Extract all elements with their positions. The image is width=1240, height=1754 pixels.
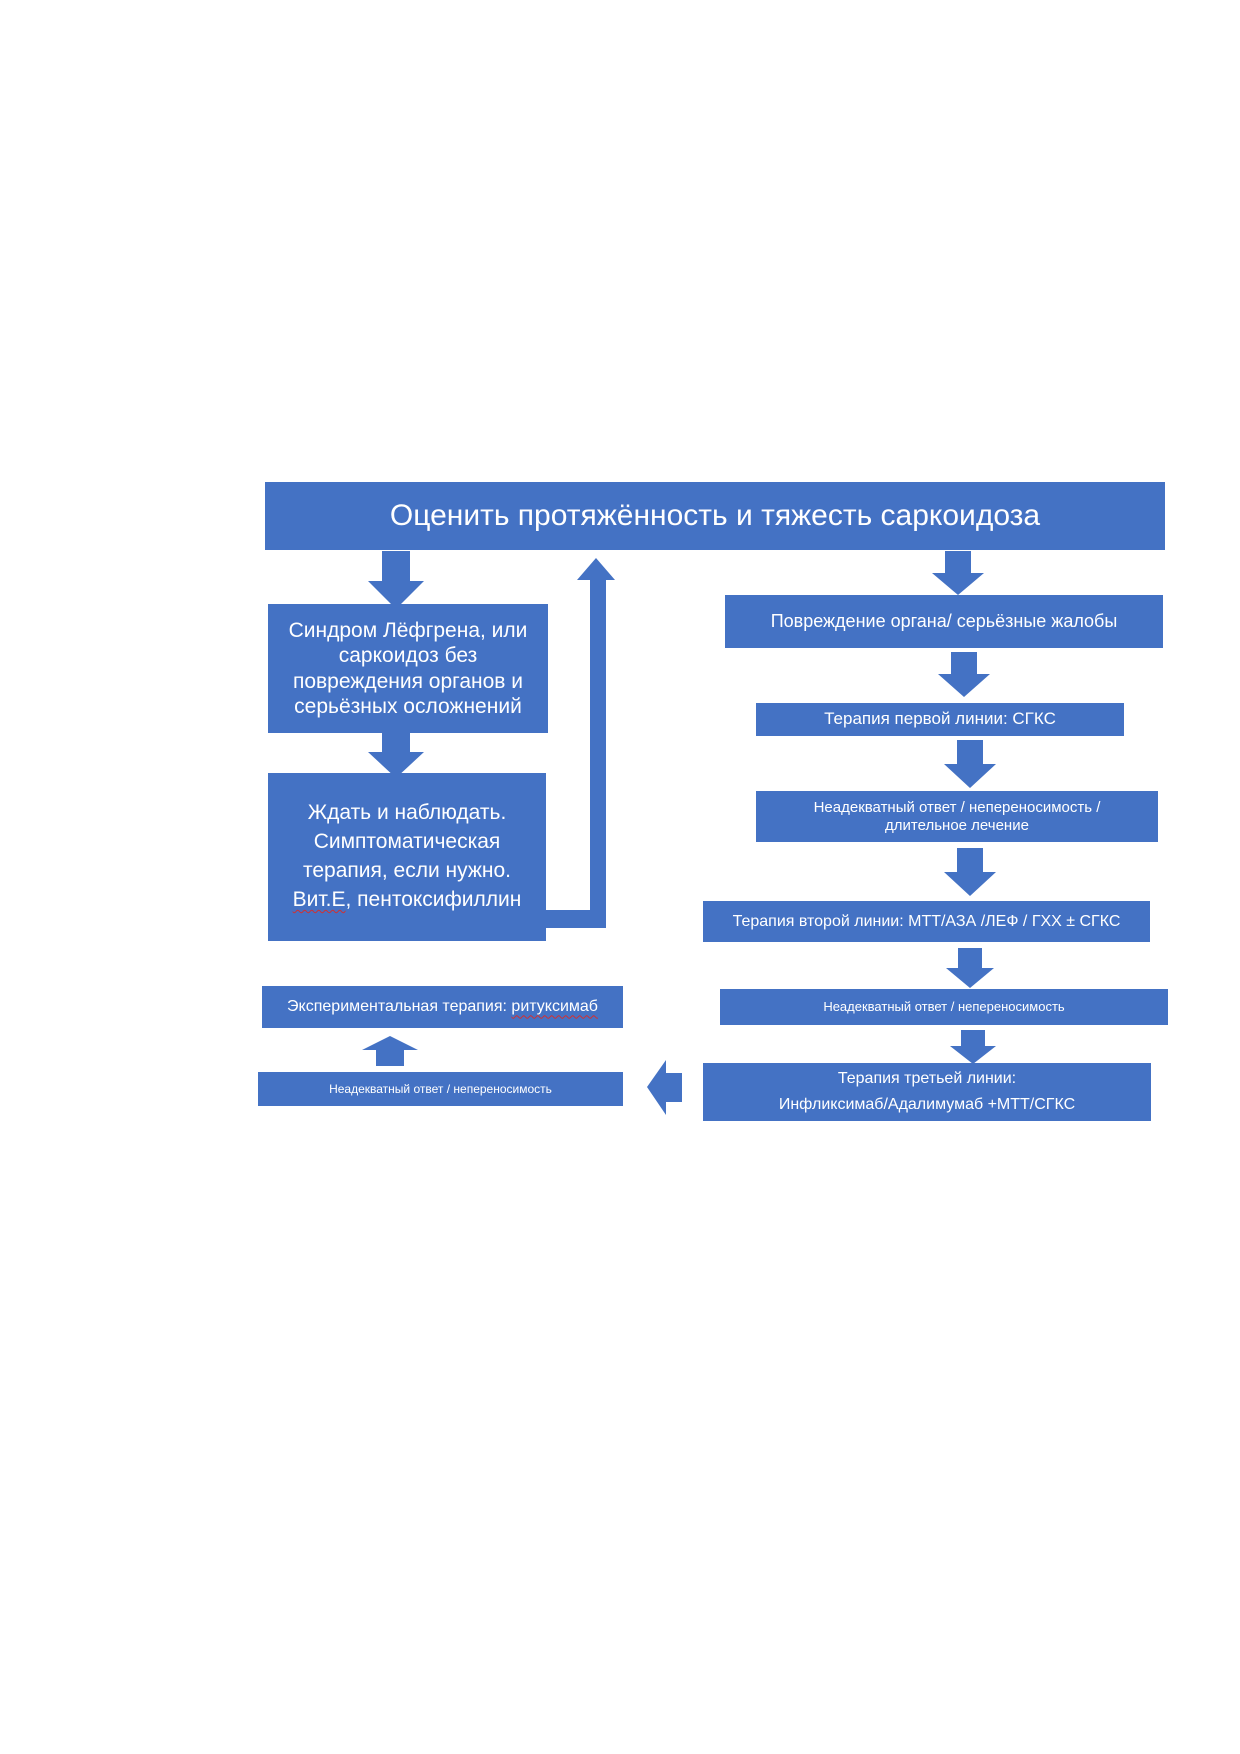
second-line-box: Терапия второй линии: МТТ/АЗА /ЛЕФ / ГХХ… xyxy=(703,901,1150,942)
third-line-box: Терапия третьей линии: Инфликсимаб/Адали… xyxy=(703,1063,1151,1121)
arrow-down-to-inadequate-1 xyxy=(944,740,996,788)
first-line-box: Терапия первой линии: СГКС xyxy=(756,703,1124,736)
inadequate-1-text: Неадекватный ответ / непереносимость / д… xyxy=(813,798,1101,834)
inadequate-2-text: Неадекватный ответ / непереносимость xyxy=(823,999,1065,1015)
inadequate-2-box: Неадекватный ответ / непереносимость xyxy=(720,989,1168,1025)
first-line-text: Терапия первой линии: СГКС xyxy=(824,709,1056,729)
third-line-drugs: Инфликсимаб/Адалимумаб +МТТ/СГКС xyxy=(778,1096,1076,1113)
arrow-down-to-organ-damage xyxy=(932,551,984,595)
watch-line-2: Симптоматическая xyxy=(313,830,501,854)
arrow-down-to-third-line xyxy=(950,1030,996,1064)
arrow-down-to-first-line xyxy=(938,652,990,697)
title-text: Оценить протяжённость и тяжесть саркоидо… xyxy=(389,499,1041,532)
rituximab-text: ритуксимаб xyxy=(511,998,598,1016)
arrow-down-to-second-line xyxy=(944,848,996,896)
organ-damage-box: Повреждение органа/ серьёзные жалобы xyxy=(725,595,1163,648)
experimental-box: Экспериментальная терапия: ритуксимаб xyxy=(262,986,623,1028)
inadequate-left-box: Неадекватный ответ / непереносимость xyxy=(258,1072,623,1106)
arrow-left-to-inadequate xyxy=(647,1060,682,1115)
experimental-text: Экспериментальная терапия: ритуксимаб xyxy=(287,997,598,1016)
inadequate-1-box: Неадекватный ответ / непереносимость / д… xyxy=(756,791,1158,842)
vitamin-e-text: Вит.Е xyxy=(292,887,346,911)
arrow-down-to-inadequate-2 xyxy=(946,948,994,988)
arrow-down-to-watch xyxy=(368,729,424,778)
arrow-down-to-lofgren xyxy=(368,551,424,609)
lofgren-box: Синдром Лёфгрена, или саркоидоз без повр… xyxy=(268,604,548,733)
organ-damage-text: Повреждение органа/ серьёзные жалобы xyxy=(770,610,1118,631)
watch-line-4: Вит.Е, пентоксифиллин xyxy=(293,886,522,915)
lofgren-text: Синдром Лёфгрена, или саркоидоз без повр… xyxy=(288,619,528,718)
watch-line-1: Ждать и наблюдать. xyxy=(307,801,507,825)
arrow-up-to-experimental xyxy=(362,1036,418,1066)
pentoxifylline-text: , пентоксифиллин xyxy=(345,887,522,911)
third-line-title: Терапия третьей линии: xyxy=(837,1069,1017,1087)
watch-line-3: терапия, если нужно. xyxy=(302,859,512,882)
second-line-text: Терапия второй линии: МТТ/АЗА /ЛЕФ / ГХХ… xyxy=(732,912,1121,930)
arrow-return-to-title xyxy=(546,558,616,928)
title-box: Оценить протяжённость и тяжесть саркоидо… xyxy=(265,482,1165,550)
inadequate-left-text: Неадекватный ответ / непереносимость xyxy=(329,1081,552,1096)
experimental-prefix: Экспериментальная терапия: xyxy=(287,998,512,1016)
watch-box: Ждать и наблюдать. Симптоматическая тера… xyxy=(268,773,546,941)
